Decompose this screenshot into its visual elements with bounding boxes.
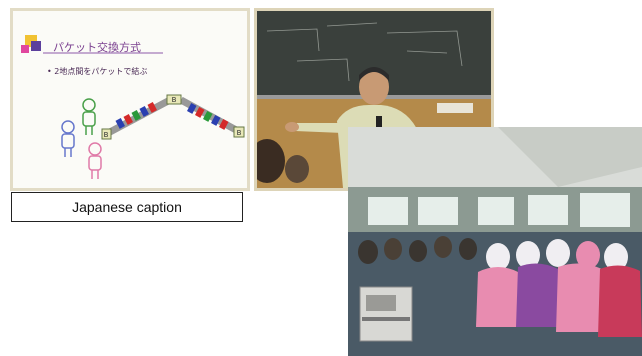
packet-node-left-label: B [104,131,109,139]
packet-node-right-label: B [237,129,242,137]
audience-head-left2 [285,155,309,183]
student-crowd [358,236,642,337]
slide-thumbnail: B B B パケット交換方式 • 2地点間をパケットで結ぶ [10,8,250,191]
ceiling-slope [498,127,642,187]
classroom-photo-graphic [348,127,642,356]
packet-node-left [101,128,112,140]
packet-chain [106,96,240,137]
chalk-writing [266,22,463,82]
packet-node-top [166,94,182,105]
caption-box: Japanese caption [11,192,243,222]
projector-cart [359,286,413,342]
person-figure-pink [88,142,102,179]
wall-panel [437,103,473,113]
slide-logo-square-pink [21,45,29,53]
slide-graphic: B B B [21,35,245,179]
person-figure-blue [61,120,75,157]
packet-node-right [233,126,245,138]
classroom-photo [348,127,642,356]
person-figure-green [82,98,96,135]
audience-head-left [257,139,285,183]
slide-logo-square-purple [31,41,41,51]
slide-title: パケット交換方式 [53,41,141,54]
slide-bullet: • 2地点間をパケットで結ぶ [47,67,148,76]
windows [368,193,630,227]
packet-node-top-label: B [172,96,177,104]
